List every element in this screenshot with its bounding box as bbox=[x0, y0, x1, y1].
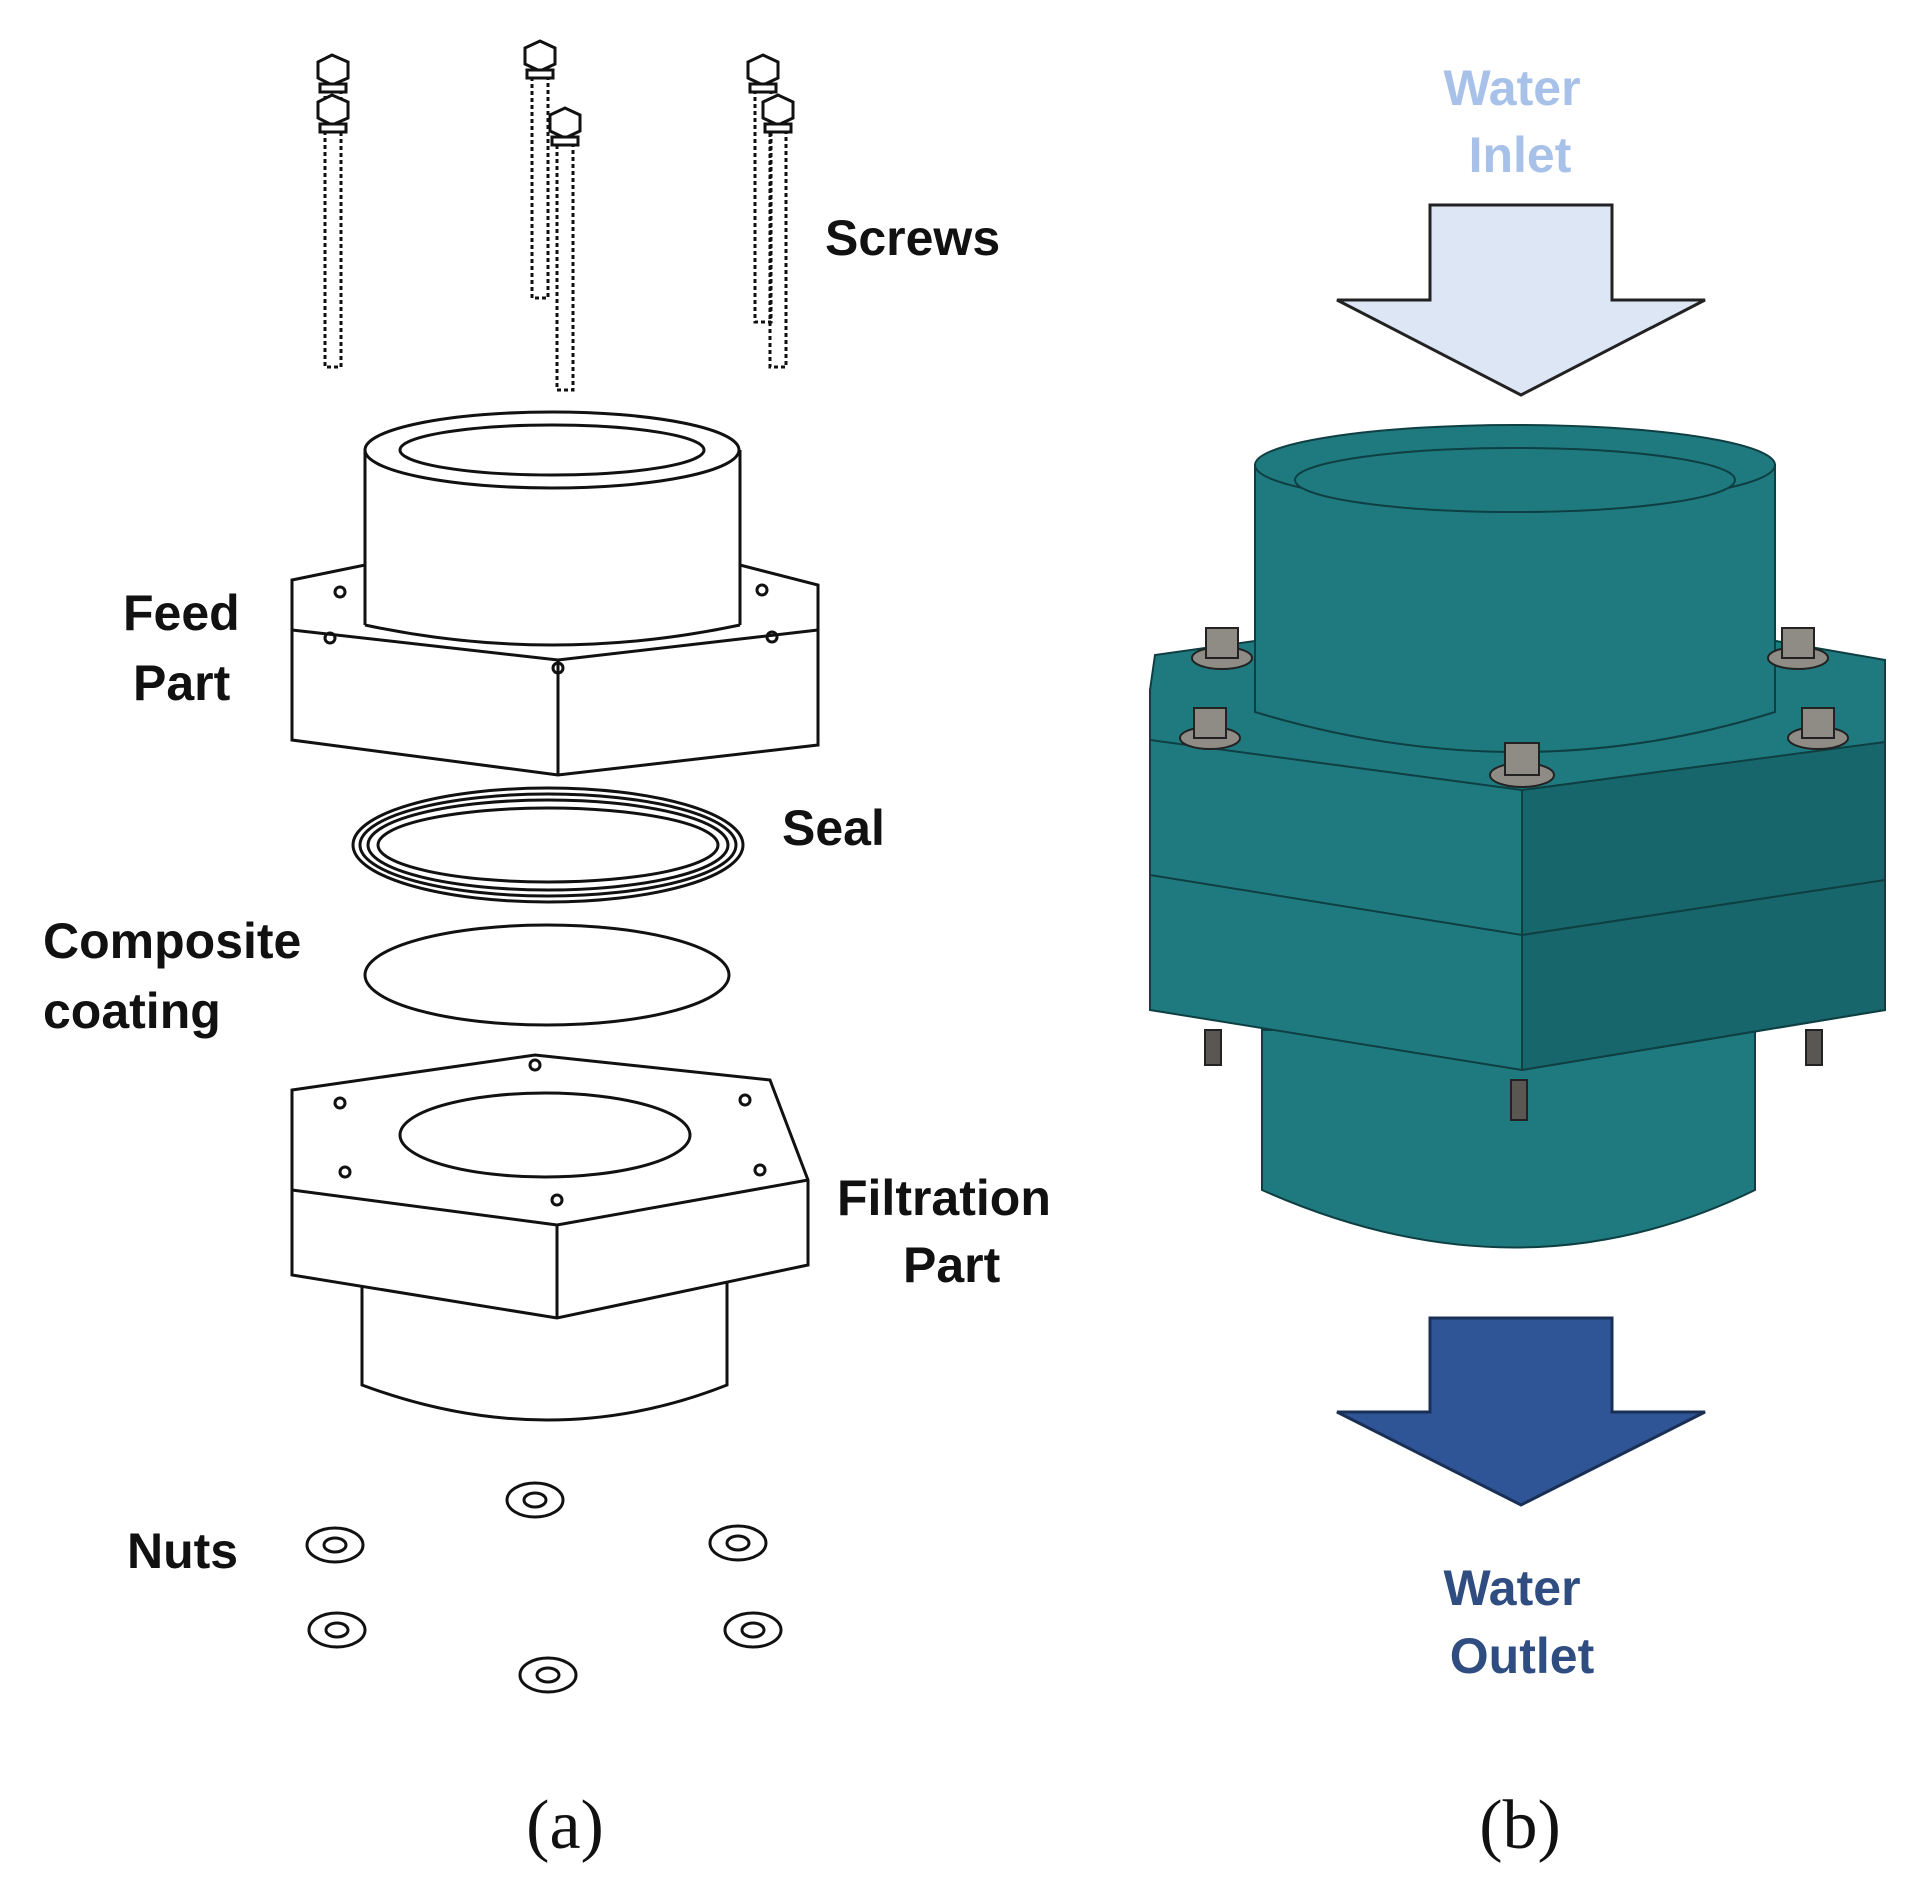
bolt-heads bbox=[1179, 627, 1849, 788]
label-water-inlet-line1: Water bbox=[1443, 60, 1580, 116]
nut bbox=[723, 1611, 783, 1649]
screw bbox=[548, 106, 582, 392]
nut bbox=[305, 1526, 365, 1564]
bolt-tail bbox=[1510, 1079, 1528, 1121]
bolt-head bbox=[1179, 707, 1241, 750]
bolt-head bbox=[1489, 742, 1555, 788]
label-seal: Seal bbox=[782, 800, 885, 856]
bolt-tail bbox=[1204, 1029, 1222, 1066]
bolt-head bbox=[1767, 627, 1829, 670]
nut bbox=[518, 1656, 578, 1694]
label-nuts: Nuts bbox=[127, 1523, 238, 1579]
water-outlet-arrow bbox=[1336, 1316, 1706, 1507]
screw bbox=[316, 53, 350, 369]
screw bbox=[316, 93, 350, 134]
caption-b: (b) bbox=[1479, 1787, 1561, 1864]
nut bbox=[505, 1481, 565, 1519]
screw bbox=[746, 53, 780, 324]
screw bbox=[523, 39, 557, 300]
filtration-part bbox=[290, 1053, 810, 1422]
nut bbox=[708, 1524, 768, 1562]
composite-coating-disc bbox=[363, 923, 731, 1027]
label-water-inlet-line2: Inlet bbox=[1469, 127, 1572, 183]
seal-ring bbox=[351, 786, 745, 904]
bolt-tail bbox=[1805, 1029, 1823, 1066]
panel-a-exploded-view bbox=[290, 39, 820, 1694]
screws-group bbox=[316, 39, 795, 392]
caption-a: (a) bbox=[526, 1787, 604, 1864]
water-inlet-arrow bbox=[1336, 203, 1706, 397]
label-feed-part-line1: Feed bbox=[123, 585, 240, 641]
bolt-tails bbox=[1204, 1029, 1823, 1121]
label-feed-part-line2: Part bbox=[133, 655, 231, 711]
label-composite-line1: Composite bbox=[43, 913, 301, 969]
bolt-head bbox=[1191, 627, 1253, 670]
label-filtration-line2: Part bbox=[903, 1237, 1001, 1293]
nut bbox=[307, 1611, 367, 1649]
screw bbox=[761, 93, 795, 369]
label-water-outlet-line1: Water bbox=[1443, 1560, 1580, 1616]
label-screws: Screws bbox=[825, 210, 1000, 266]
nuts-group bbox=[305, 1481, 783, 1694]
feed-part bbox=[290, 410, 820, 777]
filter-housing bbox=[1149, 424, 1886, 1249]
label-filtration-line1: Filtration bbox=[837, 1170, 1051, 1226]
bolt-head bbox=[1787, 707, 1849, 750]
panel-b-assembled-view bbox=[1149, 203, 1886, 1507]
label-water-outlet-line2: Outlet bbox=[1450, 1628, 1595, 1684]
label-composite-line2: coating bbox=[43, 983, 221, 1039]
